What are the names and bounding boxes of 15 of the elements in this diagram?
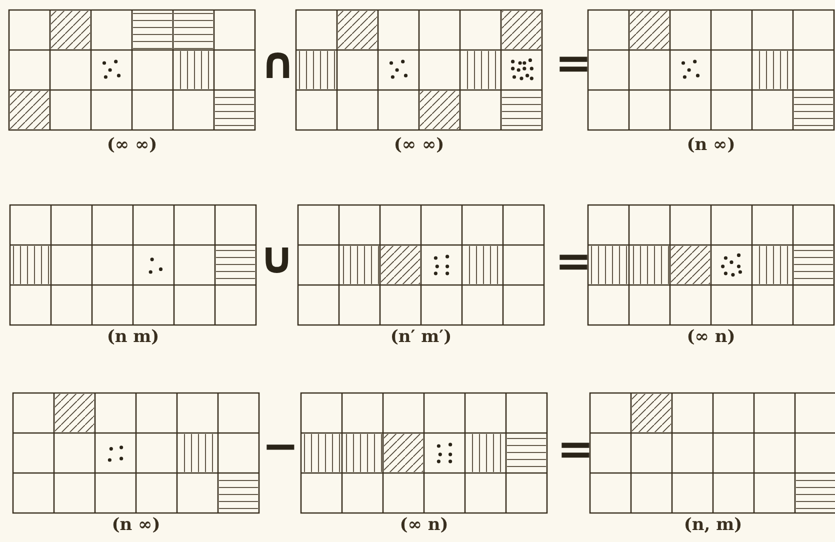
set-notation: (n, m) [684, 515, 742, 535]
set-operator: ∩ [260, 42, 296, 86]
set-operator: − [262, 425, 299, 469]
set-notation: (∞ n) [686, 327, 736, 347]
equals-sign: = [555, 42, 592, 86]
set-notation: (∞ n) [400, 515, 448, 535]
equals-sign: = [557, 428, 594, 472]
set-notation: (n m) [106, 327, 160, 347]
set-notation: (∞ ∞) [106, 135, 158, 155]
set-notation: (n ∞) [112, 515, 160, 535]
set-notation: (∞ ∞) [394, 135, 444, 155]
set-notation: (n ∞) [686, 135, 736, 155]
equals-sign: = [555, 240, 592, 284]
set-notation: (n′ m′) [390, 327, 452, 347]
set-operator: ∪ [259, 237, 295, 281]
